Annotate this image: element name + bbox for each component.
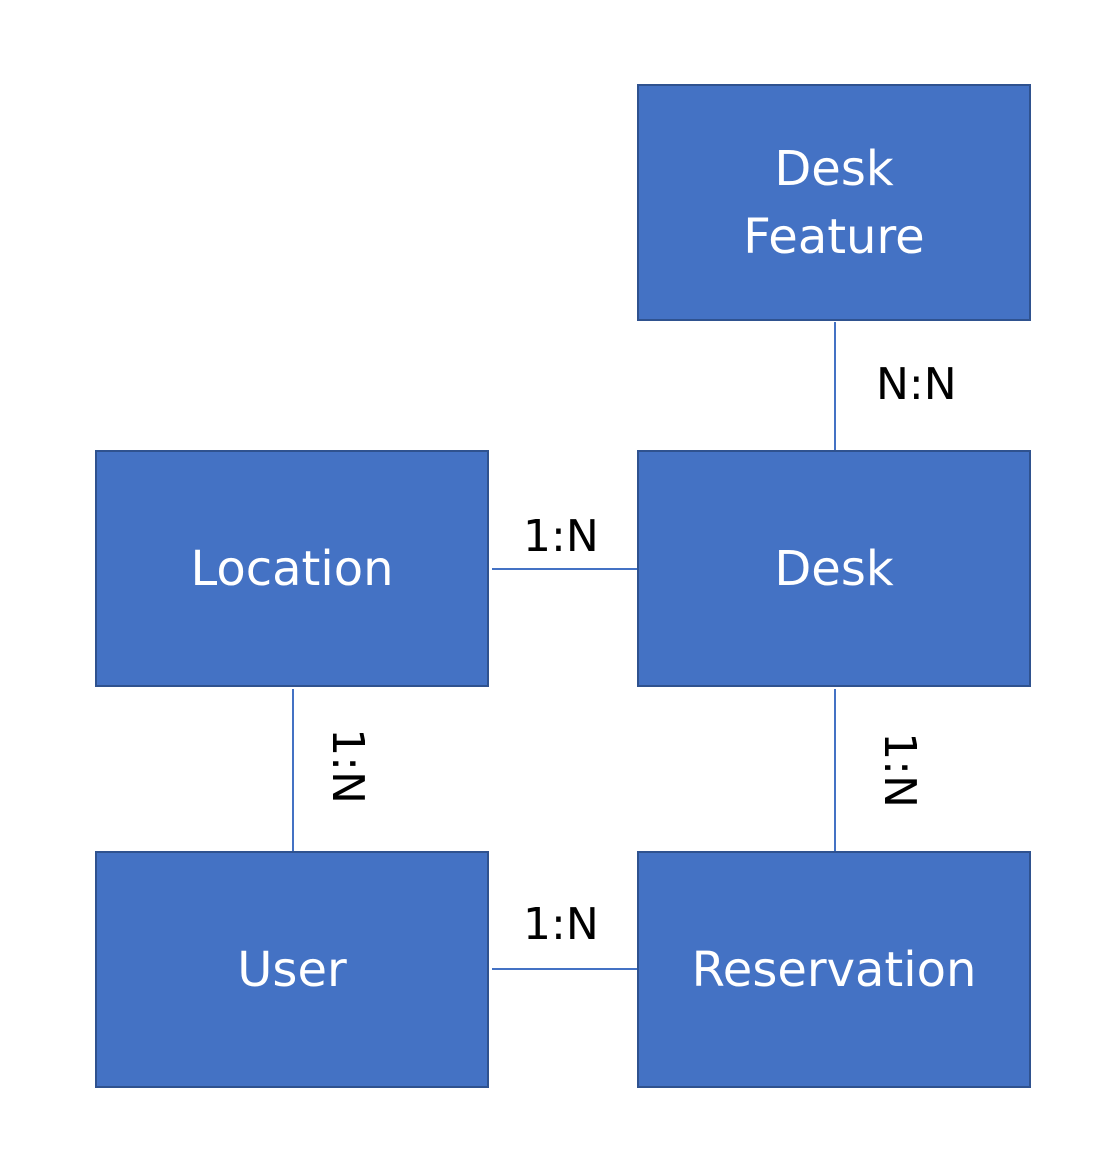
- entity-location[interactable]: Location: [95, 450, 489, 687]
- cardinality-user-reservation: 1:N: [523, 899, 599, 950]
- connector-desk-reservation: [834, 689, 836, 852]
- connector-user-reservation: [492, 968, 639, 970]
- entity-reservation[interactable]: Reservation: [637, 851, 1031, 1088]
- entity-desk-label: Desk: [774, 540, 894, 597]
- cardinality-desk-feature-desk: N:N: [876, 359, 957, 410]
- connector-location-desk: [492, 568, 639, 570]
- cardinality-location-user: 1:N: [322, 728, 373, 804]
- cardinality-location-desk: 1:N: [523, 511, 599, 562]
- connector-desk-feature-desk: [834, 322, 836, 451]
- connector-location-user: [292, 689, 294, 852]
- cardinality-desk-reservation: 1:N: [874, 732, 925, 808]
- entity-user-label: User: [237, 941, 347, 998]
- entity-desk-feature[interactable]: Desk Feature: [637, 84, 1031, 321]
- entity-location-label: Location: [190, 540, 394, 597]
- entity-desk-feature-label: Desk Feature: [743, 140, 925, 265]
- entity-user[interactable]: User: [95, 851, 489, 1088]
- entity-desk[interactable]: Desk: [637, 450, 1031, 687]
- entity-reservation-label: Reservation: [691, 941, 977, 998]
